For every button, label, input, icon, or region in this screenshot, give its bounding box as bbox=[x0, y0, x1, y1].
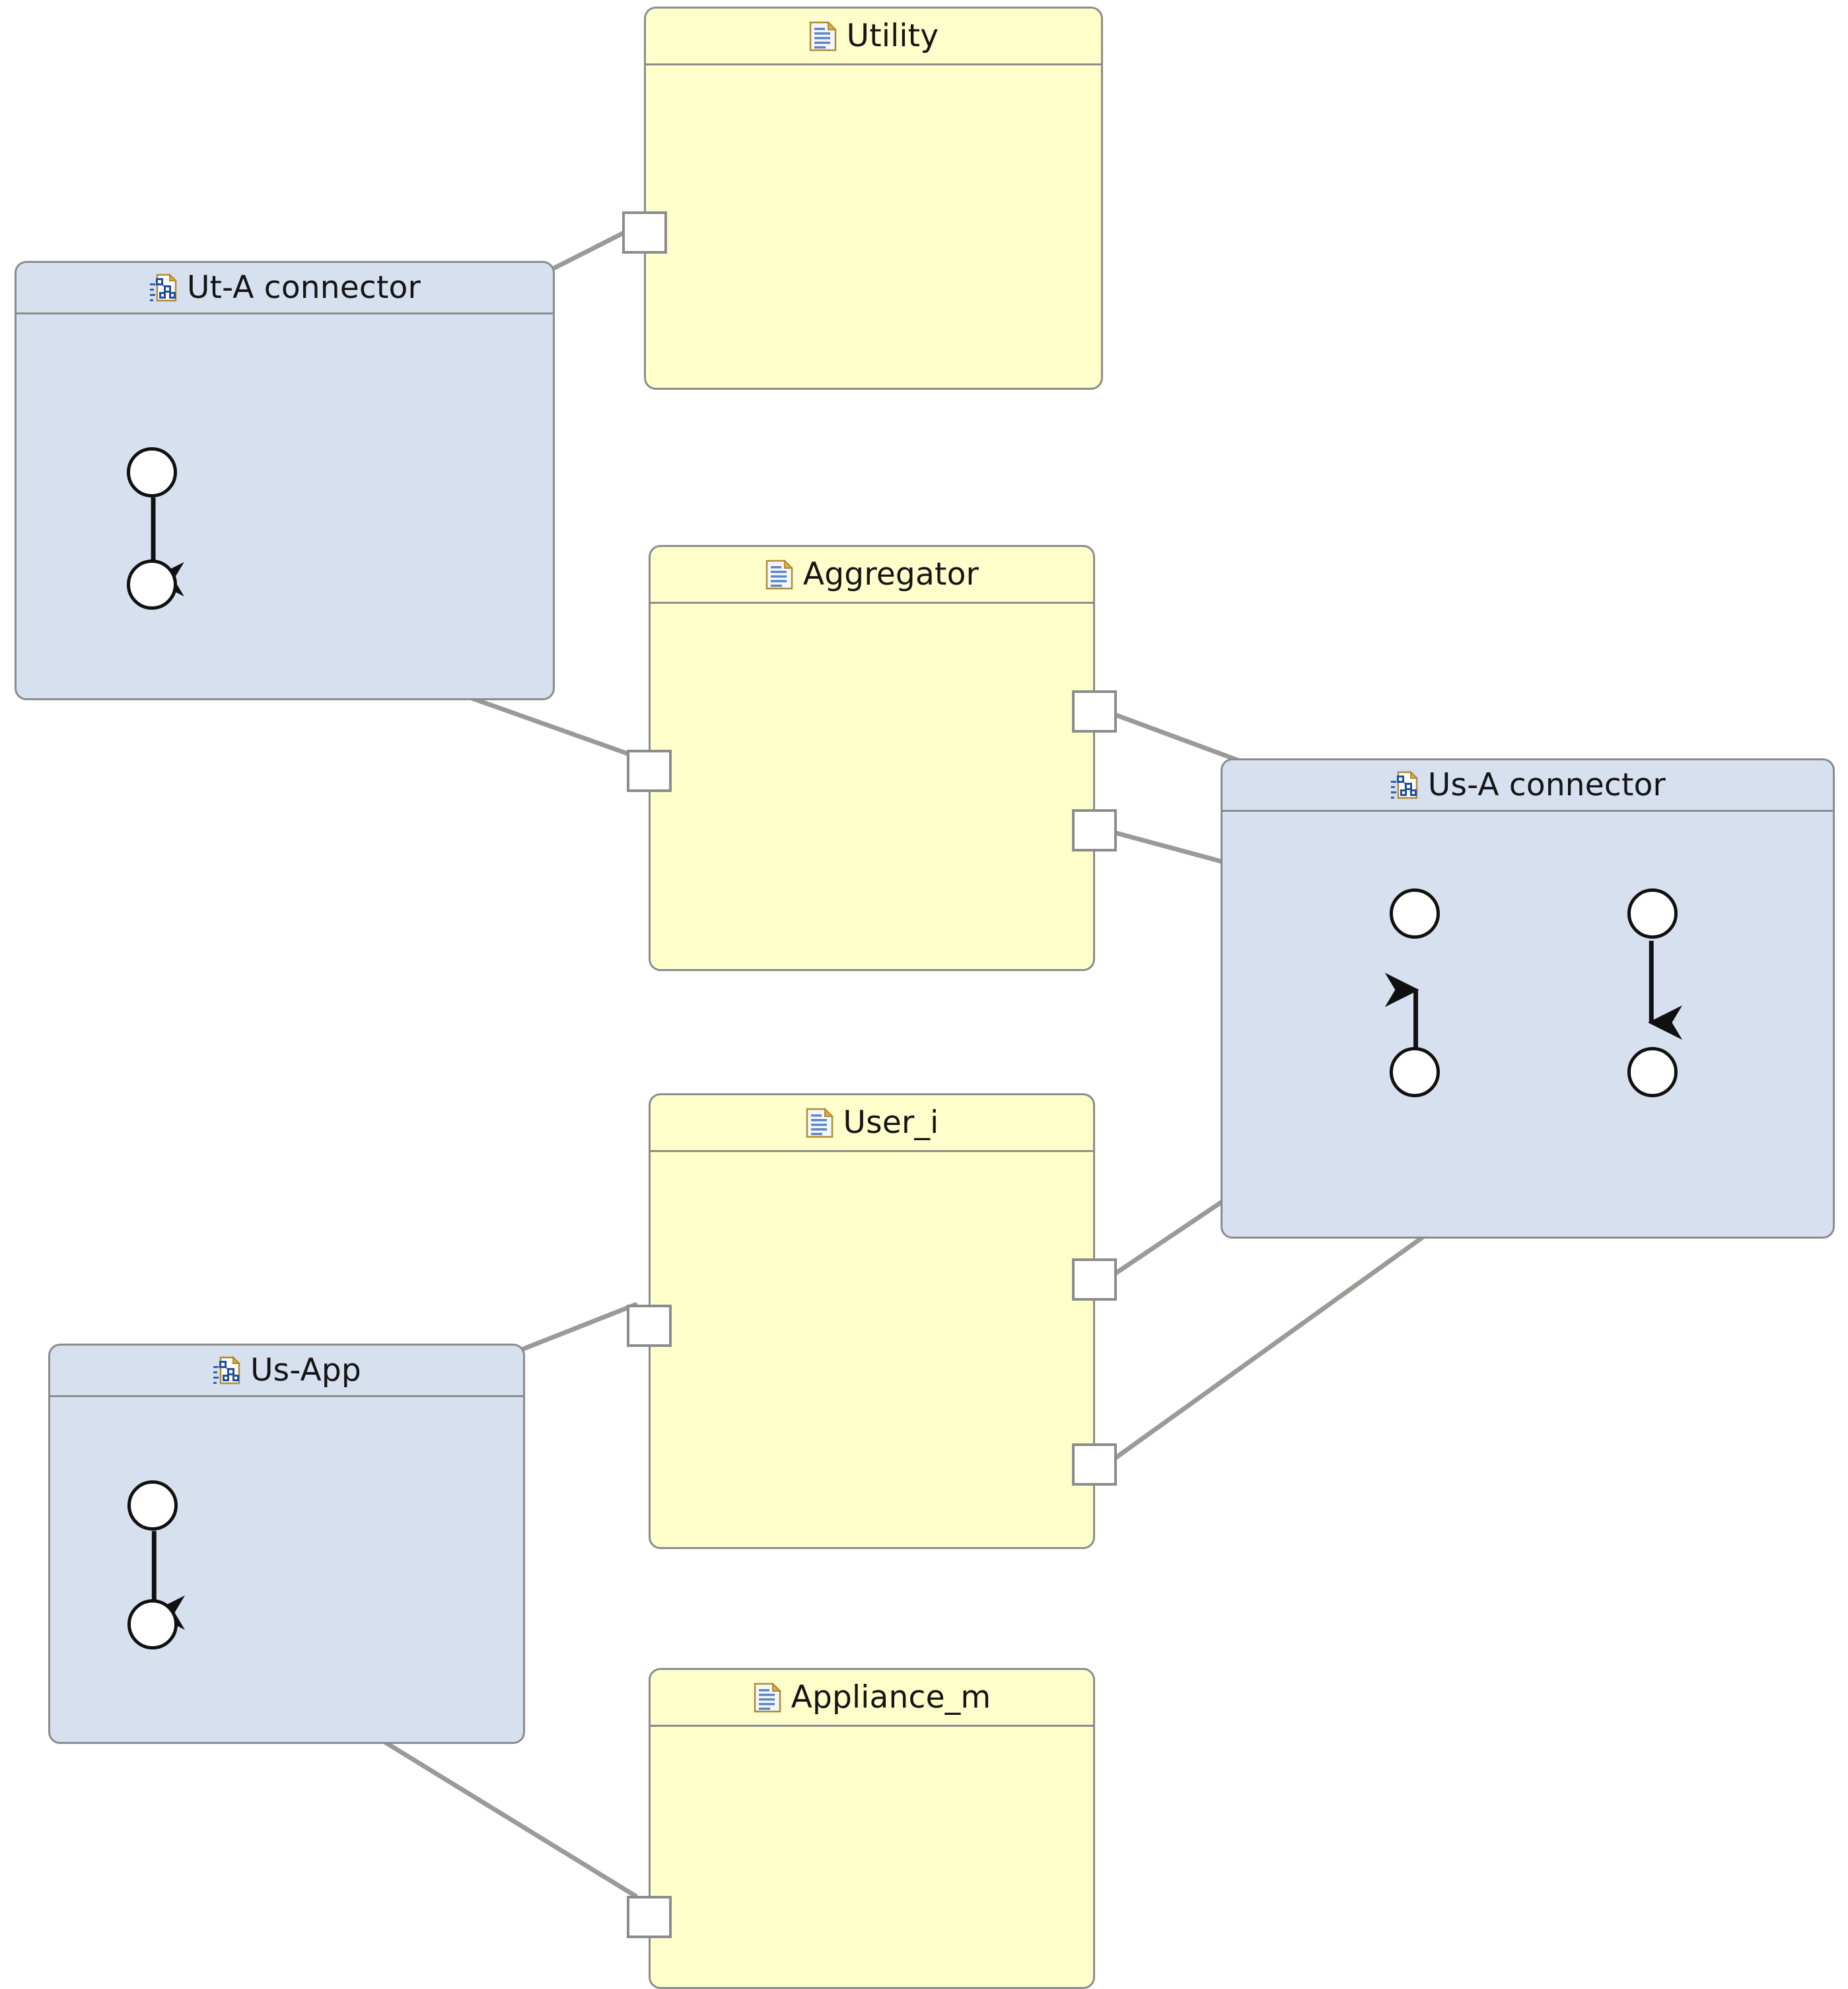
part-us-a-connector-title: Us-A connector bbox=[1427, 767, 1666, 803]
part-us-a-connector-body bbox=[1223, 812, 1833, 1237]
ut-a-flow-arrows bbox=[149, 497, 184, 597]
block-user-i-header: User_i bbox=[651, 1095, 1093, 1152]
document-icon bbox=[754, 1682, 782, 1712]
aggregator-port-left[interactable] bbox=[627, 750, 672, 792]
us-app-role-pin-bottom[interactable] bbox=[127, 1599, 178, 1649]
block-appliance-m-title: Appliance_m bbox=[791, 1679, 991, 1716]
block-appliance-m-body bbox=[651, 1727, 1093, 1987]
connector-icon bbox=[1390, 770, 1419, 799]
block-aggregator-header: Aggregator bbox=[651, 547, 1093, 604]
ut-a-role-pin-bottom[interactable] bbox=[127, 560, 177, 610]
block-utility-header: Utility bbox=[646, 9, 1101, 65]
part-us-app-title: Us-App bbox=[250, 1352, 361, 1389]
block-appliance-m[interactable]: Appliance_m bbox=[649, 1668, 1095, 1989]
block-user-i-body bbox=[651, 1152, 1093, 1547]
block-user-i[interactable]: User_i bbox=[649, 1093, 1095, 1549]
block-utility-body bbox=[646, 65, 1101, 388]
aggregator-port-right-upper[interactable] bbox=[1072, 690, 1117, 733]
aggregator-port-right-lower[interactable] bbox=[1072, 809, 1117, 851]
part-us-a-connector[interactable]: Us-A connector bbox=[1221, 758, 1835, 1239]
part-us-a-connector-header: Us-A connector bbox=[1223, 760, 1833, 812]
us-a-role-pin-right-top[interactable] bbox=[1627, 888, 1678, 939]
part-ut-a-connector[interactable]: Ut-A connector bbox=[15, 261, 555, 700]
ut-a-role-pin-top[interactable] bbox=[127, 447, 177, 497]
block-user-i-title: User_i bbox=[843, 1104, 939, 1141]
part-ut-a-connector-header: Ut-A connector bbox=[17, 263, 553, 314]
block-aggregator[interactable]: Aggregator bbox=[649, 545, 1095, 971]
part-us-app-header: Us-App bbox=[50, 1346, 523, 1397]
us-app-role-pin-top[interactable] bbox=[127, 1480, 178, 1531]
user-i-port-right-lower[interactable] bbox=[1072, 1443, 1117, 1486]
user-i-port-left[interactable] bbox=[627, 1305, 672, 1347]
block-aggregator-title: Aggregator bbox=[802, 556, 979, 593]
block-utility[interactable]: Utility bbox=[644, 7, 1103, 390]
part-us-app-body bbox=[50, 1397, 523, 1742]
us-a-role-pin-right-bottom[interactable] bbox=[1627, 1047, 1678, 1097]
connector-icon bbox=[149, 273, 178, 301]
block-utility-title: Utility bbox=[846, 18, 939, 54]
block-appliance-m-header: Appliance_m bbox=[651, 1670, 1093, 1727]
document-icon bbox=[809, 20, 837, 51]
us-app-flow-arrows bbox=[151, 1531, 186, 1630]
connector-icon bbox=[213, 1356, 241, 1384]
user-i-port-right-upper[interactable] bbox=[1072, 1258, 1117, 1301]
appliance-m-port-left[interactable] bbox=[627, 1896, 672, 1938]
block-aggregator-body bbox=[651, 604, 1093, 969]
part-ut-a-connector-body bbox=[17, 314, 553, 698]
document-icon bbox=[765, 559, 794, 589]
us-a-role-pin-left-top[interactable] bbox=[1390, 888, 1440, 939]
document-icon bbox=[806, 1107, 834, 1138]
us-a-flow-arrows bbox=[1384, 941, 1683, 1072]
utility-port-left[interactable] bbox=[622, 211, 667, 254]
part-us-app[interactable]: Us-App bbox=[48, 1344, 525, 1744]
us-a-role-pin-left-bottom[interactable] bbox=[1390, 1047, 1440, 1097]
part-ut-a-connector-title: Ut-A connector bbox=[186, 270, 421, 306]
